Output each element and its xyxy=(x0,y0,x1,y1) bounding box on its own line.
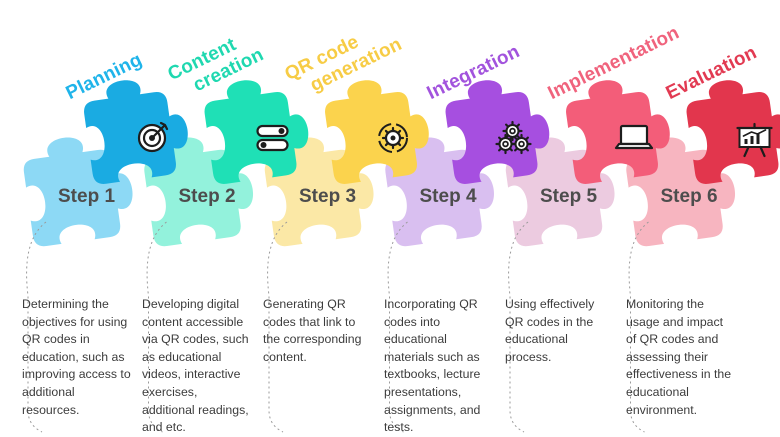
step-label-3: Step 3 xyxy=(299,186,357,207)
step-label-2: Step 2 xyxy=(178,186,236,207)
puzzle-piece-top-6 xyxy=(686,80,780,184)
puzzle-piece-top-2 xyxy=(204,80,309,184)
laptop-icon xyxy=(614,124,654,150)
step-label-4: Step 4 xyxy=(419,186,477,207)
step-description-1: Determining the objectives for using QR … xyxy=(22,297,131,417)
step-label-5: Step 5 xyxy=(540,186,598,207)
presentation-chart-icon xyxy=(736,122,773,158)
step-description-2: Developing digital content accessible vi… xyxy=(142,297,249,435)
step-description-6: Monitoring the usage and impact of QR co… xyxy=(626,297,732,417)
puzzle-piece-top-3 xyxy=(325,80,429,184)
gear-cycle-icon xyxy=(378,123,408,153)
step-description-5: Using effectively QR codes in the educat… xyxy=(505,297,595,364)
step-description-3: Generating QR codes that link to the cor… xyxy=(263,297,362,364)
step-label-1: Step 1 xyxy=(58,186,116,207)
step-label-6: Step 6 xyxy=(660,186,718,207)
target-icon xyxy=(137,121,169,153)
puzzle-piece-top-4 xyxy=(445,80,550,184)
puzzle-piece-top-5 xyxy=(566,80,670,184)
puzzle-piece-top-1 xyxy=(84,80,188,184)
toggle-switches-icon xyxy=(256,124,289,152)
gears-icon xyxy=(495,120,532,155)
step-description-4: Incorporating QR codes into educational … xyxy=(384,297,481,435)
